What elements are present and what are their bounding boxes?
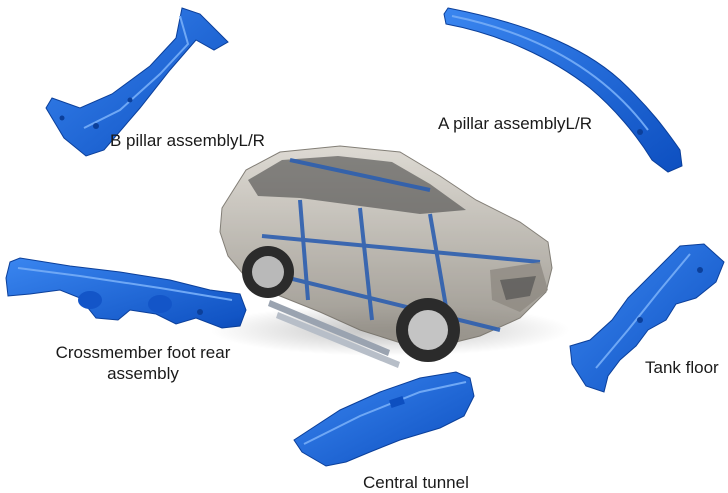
central-tunnel-part	[293, 371, 475, 467]
b-pillar-label: B pillar assemblyL/R	[110, 131, 265, 150]
b-pillar-part	[45, 7, 229, 157]
tank-floor-label: Tank floor	[645, 358, 719, 377]
tank-floor-part	[569, 243, 725, 393]
crossmember-part	[5, 257, 247, 329]
crossmember-label-line1: Crossmember foot rear	[55, 343, 231, 362]
crossmember-label: Crossmember foot rear assembly	[40, 342, 246, 384]
central-tunnel-label: Central tunnel	[363, 473, 469, 492]
car-illustration	[210, 145, 570, 368]
crossmember-label-line2: assembly	[107, 364, 179, 383]
a-pillar-label: A pillar assemblyL/R	[438, 114, 593, 133]
a-pillar-part	[443, 7, 683, 173]
